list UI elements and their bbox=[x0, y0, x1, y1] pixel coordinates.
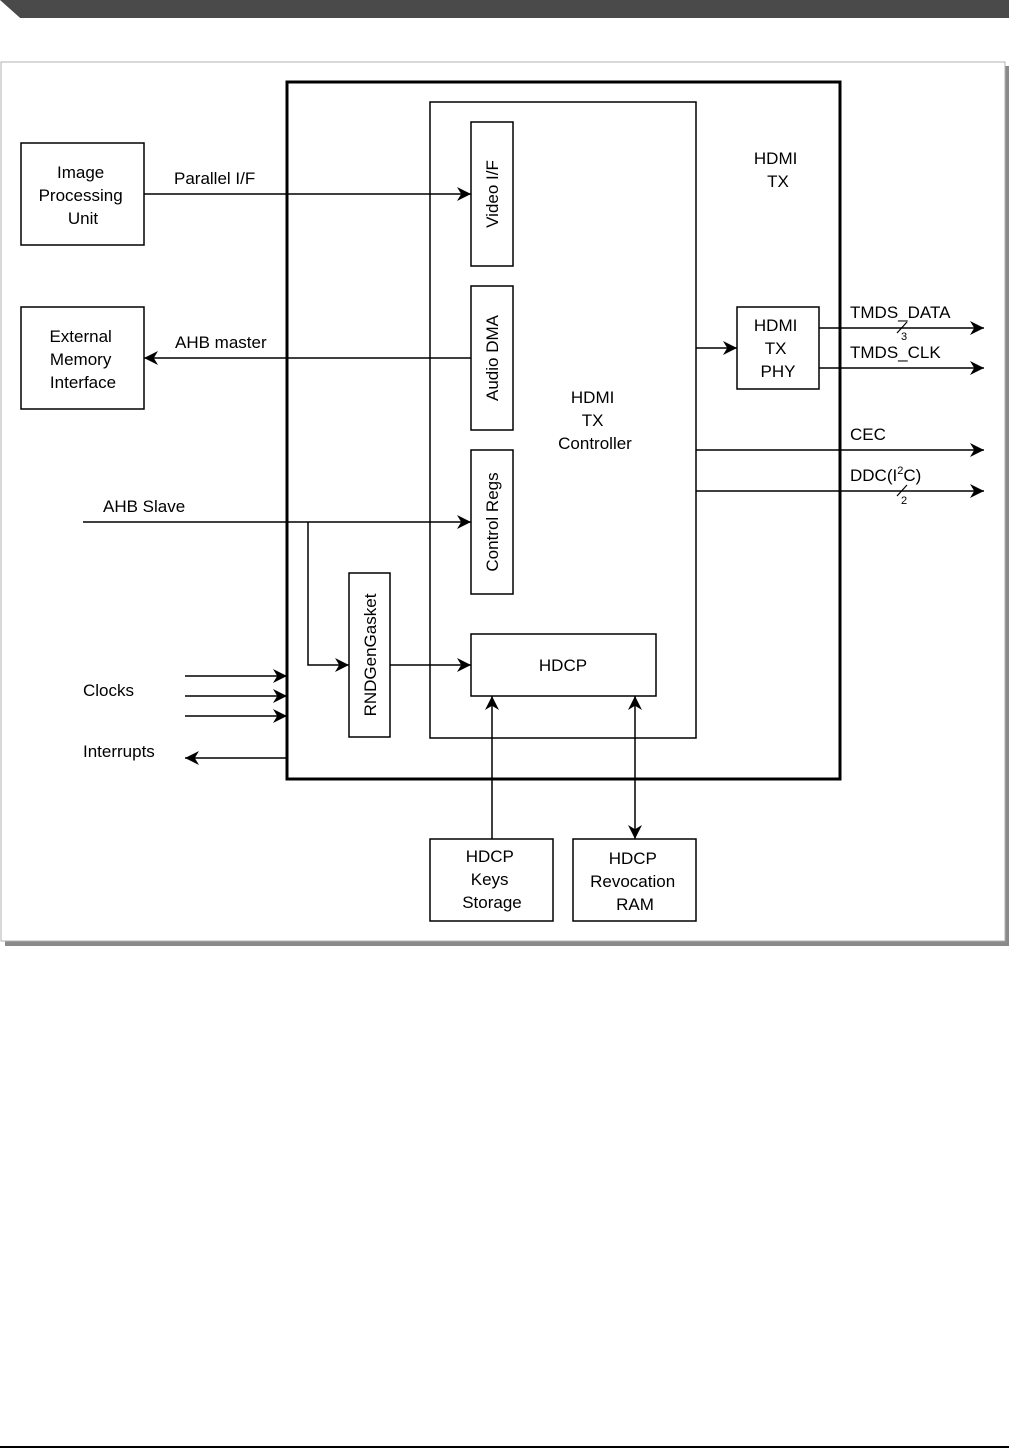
ahb-master-label: AHB master bbox=[175, 333, 267, 352]
hdmi-tx-block bbox=[285, 80, 842, 781]
interrupts-label: Interrupts bbox=[83, 742, 155, 761]
ddc-suffix: C) bbox=[903, 466, 921, 485]
tmds-data-width-label: 3 bbox=[901, 331, 907, 343]
external-memory-interface-label: External Memory Interface bbox=[49, 327, 116, 392]
audio-dma-label: Audio DMA bbox=[483, 314, 502, 401]
ahb-slave-label: AHB Slave bbox=[103, 497, 185, 516]
ddc-superscript: 2 bbox=[897, 465, 903, 477]
ddc-prefix: DDC(I bbox=[850, 466, 897, 485]
clocks-label: Clocks bbox=[83, 681, 134, 700]
ddc-label: DDC(I2C) bbox=[850, 465, 921, 485]
hdcp-keys-storage-label: HDCP Keys Storage bbox=[462, 847, 522, 912]
rndgengasket-block bbox=[348, 572, 391, 738]
ahb-slave-to-rndgengasket-arrow bbox=[307, 522, 349, 672]
parallel-if-label: Parallel I/F bbox=[174, 169, 255, 188]
tmds-clk-label: TMDS_CLK bbox=[850, 343, 941, 362]
ddc-bus-slash bbox=[896, 484, 908, 497]
tmds-data-bus-slash bbox=[896, 321, 908, 334]
hdmi-tx-controller-block bbox=[429, 101, 697, 739]
frame-border bbox=[0, 61, 1006, 942]
bottom-rule bbox=[0, 1446, 1009, 1448]
image-processing-unit-label: Image Processing Unit bbox=[39, 163, 128, 228]
cec-label: CEC bbox=[850, 425, 886, 444]
figure-frame: HDMI TX HDMI TX Controller Video I/F Aud… bbox=[0, 60, 1009, 946]
hdcp-revocation-ram-label: HDCP Revocation RAM bbox=[590, 849, 680, 914]
hdmi-tx-phy-label: HDMI TX PHY bbox=[754, 316, 802, 381]
hdmi-tx-block-diagram: HDMI TX HDMI TX Controller Video I/F Aud… bbox=[0, 61, 1009, 946]
hdmi-tx-label: HDMI TX bbox=[754, 149, 802, 191]
rndgengasket-label: RNDGenGasket bbox=[361, 593, 380, 716]
tmds-data-label: TMDS_DATA bbox=[850, 303, 951, 322]
control-regs-label: Control Regs bbox=[483, 472, 502, 571]
hdmi-tx-controller-label: HDMI TX Controller bbox=[558, 388, 632, 453]
hdcp-label: HDCP bbox=[539, 656, 587, 675]
header-bar bbox=[0, 0, 1009, 18]
ddc-width-label: 2 bbox=[901, 495, 907, 507]
video-if-label: Video I/F bbox=[483, 160, 502, 228]
